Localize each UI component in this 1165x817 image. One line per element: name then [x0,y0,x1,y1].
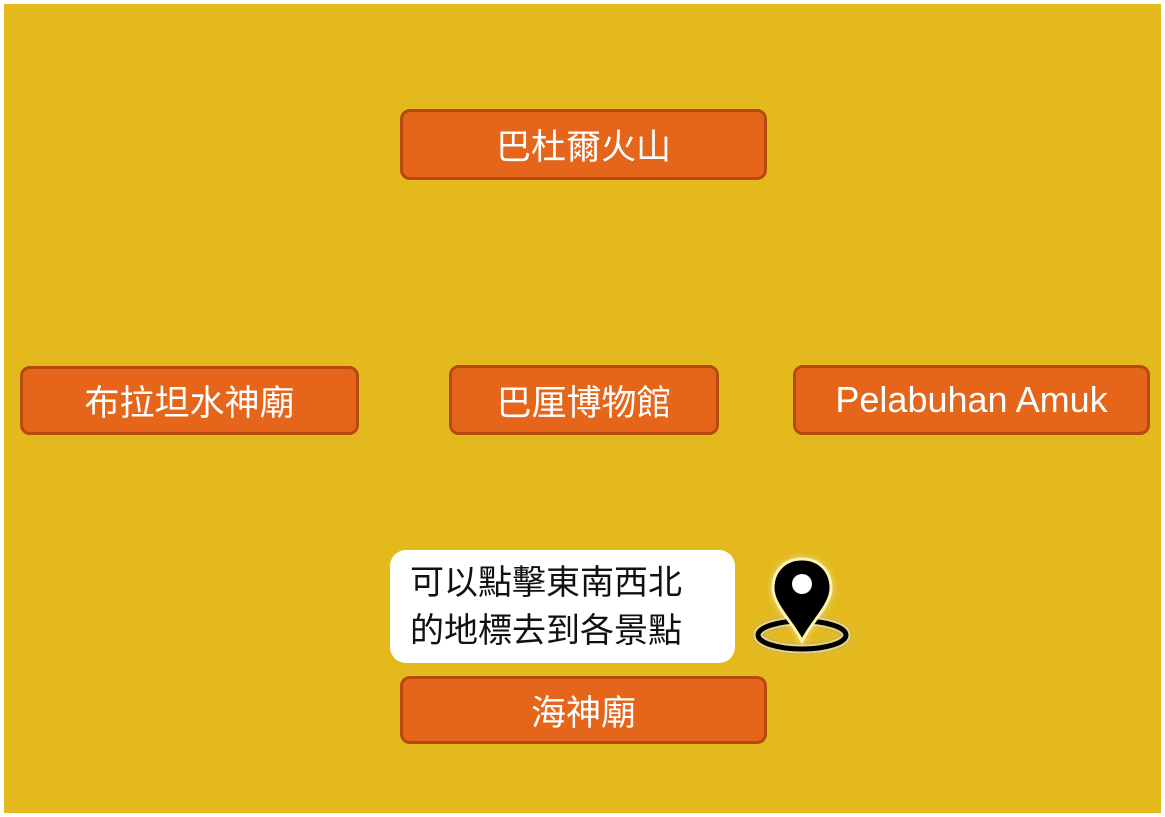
landmark-label-north: 巴杜爾火山 [495,128,671,168]
landmark-button-east[interactable]: Pelabuhan Amuk [793,365,1150,435]
map-panel: 巴杜爾火山 布拉坦水神廟 巴厘博物館 Pelabuhan Amuk 可以點擊東南… [4,4,1161,813]
landmark-label-east: Pelabuhan Amuk [835,379,1108,420]
hint-line-1: 可以點擊東南西北 [410,563,682,603]
landmark-button-south[interactable]: 海神廟 [400,676,767,744]
landmark-label-center: 巴厘博物館 [496,383,672,424]
landmark-label-south: 海神廟 [530,693,636,734]
landmark-label-west: 布拉坦水神廟 [84,384,295,424]
landmark-button-north[interactable]: 巴杜爾火山 [400,109,767,180]
map-pin-icon [753,557,851,654]
hint-line-2: 的地標去到各景點 [410,611,682,651]
hint-tooltip: 可以點擊東南西北 的地標去到各景點 [390,550,735,663]
landmark-button-center[interactable]: 巴厘博物館 [449,365,719,435]
landmark-button-west[interactable]: 布拉坦水神廟 [20,366,359,435]
